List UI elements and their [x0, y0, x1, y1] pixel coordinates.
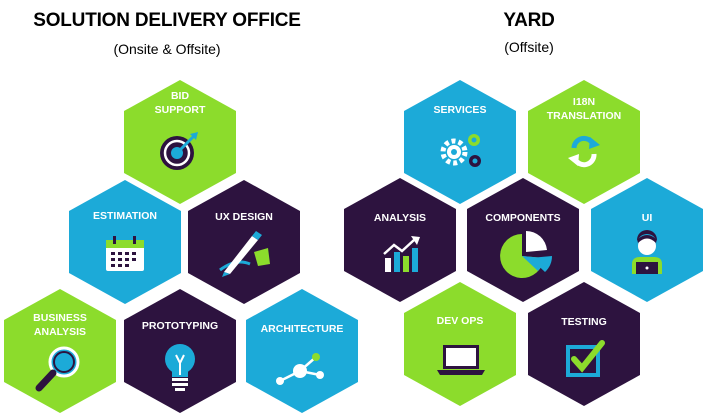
hex-label: ARCHITECTURE	[260, 323, 344, 335]
sdo-subtitle: (Onsite & Offsite)	[113, 41, 221, 57]
hex-analysis: ANALYSIS	[344, 178, 456, 302]
user-laptop-icon	[628, 230, 666, 281]
hex-label: COMPONENTS	[485, 212, 561, 224]
hex-label: ANALYSIS	[373, 212, 427, 224]
yard-title: YARD	[503, 10, 555, 31]
hex-ui: UI	[591, 178, 703, 302]
pie-chart-icon	[497, 228, 555, 287]
pen-tablet-icon	[216, 228, 274, 283]
hex-testing: TESTING	[528, 282, 640, 406]
hex-prototyping: PROTOTYPING	[124, 289, 236, 413]
hex-components: COMPONENTS	[467, 178, 579, 302]
hex-architecture: ARCHITECTURE	[246, 289, 358, 413]
calendar-icon	[104, 235, 146, 278]
bar-chart-icon	[382, 234, 422, 279]
refresh-arrows-icon	[566, 134, 602, 173]
hex-label: PROTOTYPING	[141, 320, 219, 332]
hex-dev-ops: DEV OPS	[404, 282, 516, 406]
hex-services: SERVICES	[404, 80, 516, 204]
gears-icon	[438, 130, 486, 175]
magnifier-icon	[32, 345, 86, 398]
hex-label: UI	[641, 212, 653, 224]
hex-label: TESTING	[561, 316, 607, 328]
laptop-icon	[436, 342, 486, 383]
sdo-title: SOLUTION DELIVERY OFFICE	[33, 10, 301, 31]
hex-estimation: ESTIMATION	[69, 180, 181, 304]
network-nodes-icon	[274, 351, 328, 392]
hex-label: UX DESIGN	[215, 211, 273, 223]
hex-label: ESTIMATION	[93, 210, 157, 222]
hex-ux-design: UX DESIGN	[188, 180, 300, 304]
hex-label: SERVICES	[433, 104, 487, 116]
checkbox-icon	[564, 339, 606, 384]
lightbulb-icon	[160, 341, 200, 398]
target-icon	[156, 128, 202, 179]
yard-subtitle: (Offsite)	[504, 39, 554, 55]
hex-label: DEV OPS	[436, 315, 484, 327]
